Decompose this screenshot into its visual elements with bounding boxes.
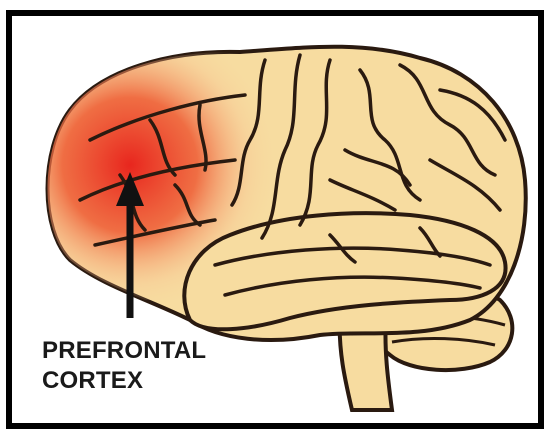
prefrontal-cortex-label: PREFRONTAL CORTEX [42,336,206,396]
label-line-1: PREFRONTAL [42,336,206,366]
label-line-2: CORTEX [42,366,206,396]
